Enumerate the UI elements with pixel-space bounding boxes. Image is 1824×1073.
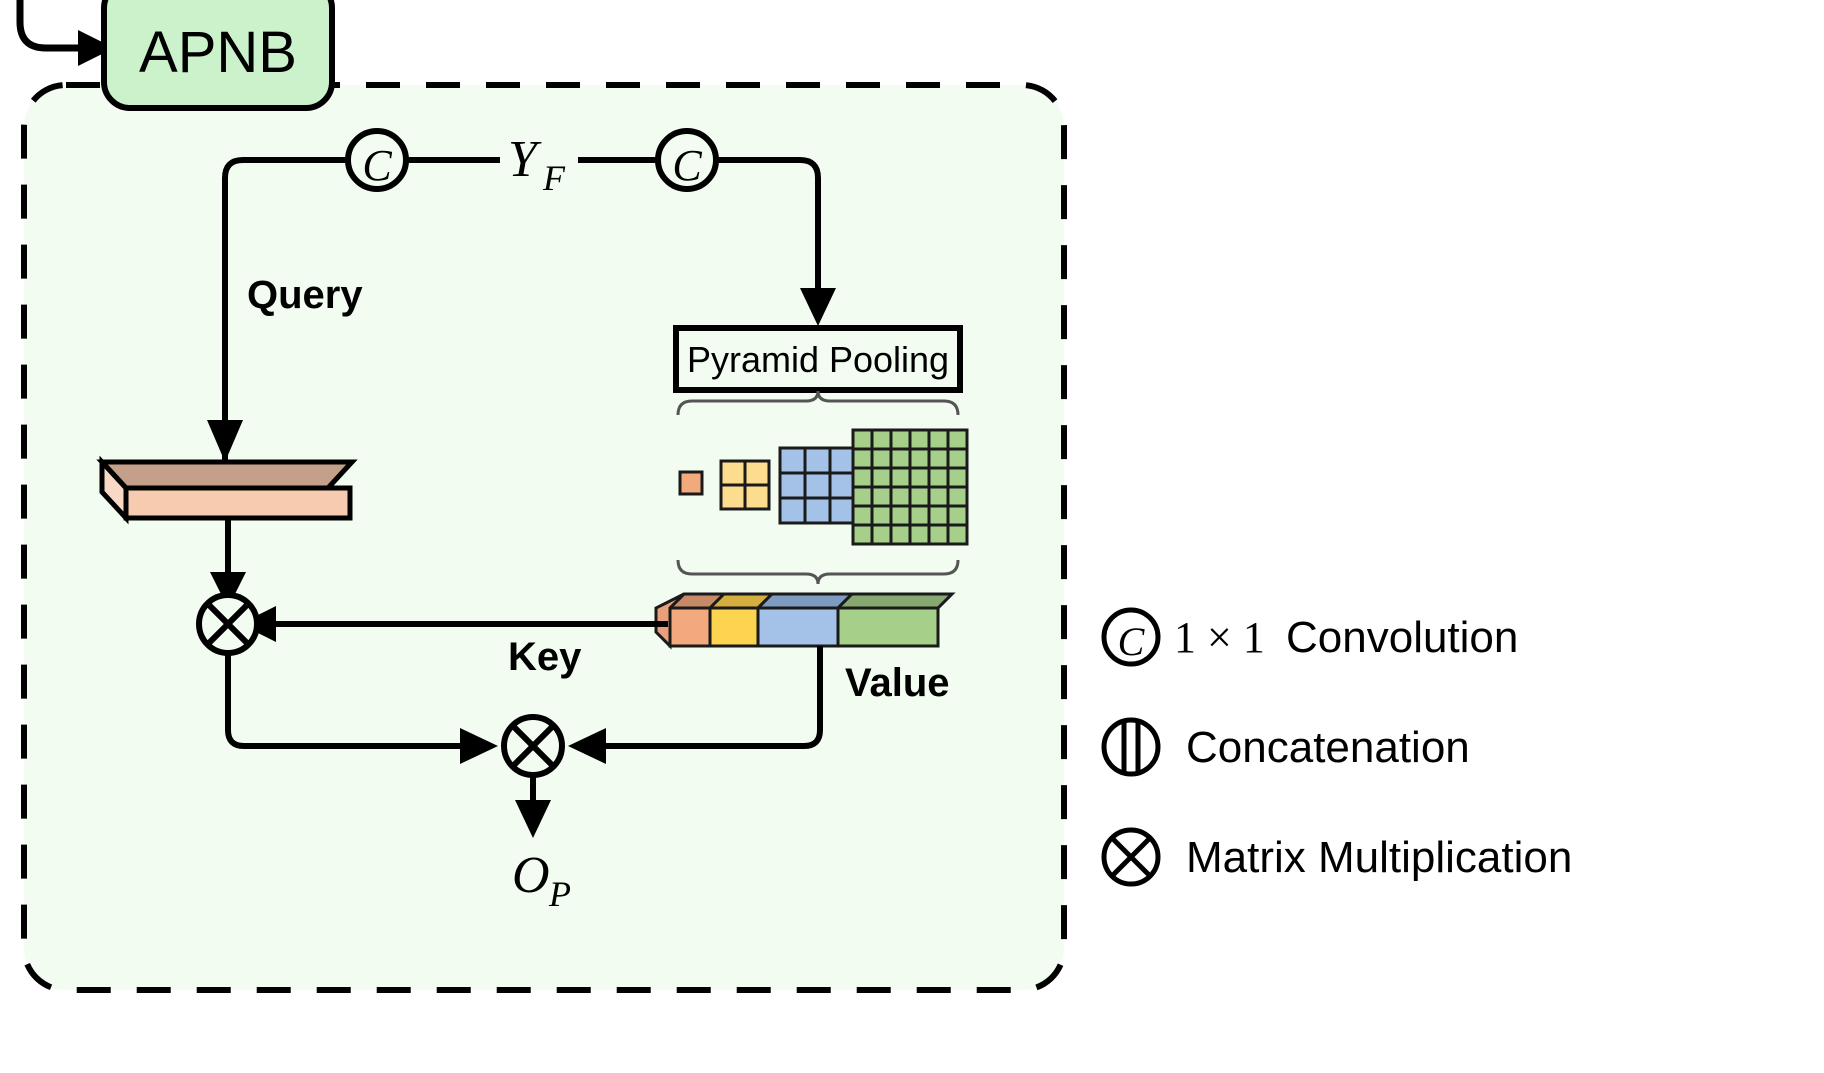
pyramid-level-1x1: [678, 470, 704, 496]
matmul-top-to-bottom-wire: [225, 654, 498, 764]
key-label: Key: [508, 635, 582, 679]
feature-map-label-sub: F: [542, 158, 566, 198]
legend-convolution-label: Convolution: [1286, 613, 1518, 662]
legend-item-matmul: Matrix Multiplication: [1101, 827, 1572, 887]
output-label-main: O: [512, 847, 550, 904]
legend-item-convolution: C 1 × 1 Convolution: [1101, 607, 1518, 667]
pyramid-level-2x2: [719, 459, 771, 511]
pyramid-brace-top: [676, 390, 960, 416]
value-label: Value: [845, 661, 950, 705]
matmul-operator-bottom[interactable]: [501, 714, 565, 778]
pyramid-pooling-label: Pyramid Pooling: [687, 339, 949, 380]
apnb-block[interactable]: APNB: [101, 0, 335, 111]
output-arrow: [515, 776, 551, 838]
query-tensor-bar: [96, 455, 358, 525]
matmul-operator-top[interactable]: [196, 592, 260, 656]
conv-operator-right-symbol: C: [672, 141, 702, 190]
query-label: Query: [247, 273, 363, 317]
legend-concatenation-label: Concatenation: [1186, 723, 1470, 772]
value-wire: [568, 646, 823, 764]
concatenation-icon: [1101, 717, 1161, 777]
conv-operator-left[interactable]: C: [345, 128, 409, 192]
conv-operator-right[interactable]: C: [655, 128, 719, 192]
pyramid-brace-bottom: [676, 559, 960, 585]
legend-item-concatenation: Concatenation: [1101, 717, 1470, 777]
apnb-block-label: APNB: [139, 20, 297, 85]
legend-matmul-label: Matrix Multiplication: [1186, 833, 1572, 882]
query-to-matmul-arrow: [210, 518, 246, 608]
legend-convolution-math: 1 × 1: [1174, 613, 1265, 662]
feature-map-label-main: Y: [508, 131, 542, 188]
pyramid-level-3x3: [778, 446, 857, 525]
pyramid-pooling-block[interactable]: Pyramid Pooling: [673, 325, 963, 393]
pyramid-level-6x6: [851, 428, 969, 546]
top-routing-wires: [207, 157, 836, 462]
1x1-convolution-icon: C: [1101, 607, 1161, 667]
feature-map-label: Y F: [508, 131, 566, 198]
matrix-multiplication-icon: [1101, 827, 1161, 887]
output-label-sub: P: [548, 874, 571, 914]
output-label: O P: [512, 847, 571, 914]
1x1-convolution-icon-symbol: C: [1118, 619, 1146, 664]
apnb-module-container: [21, 82, 1067, 993]
conv-operator-left-symbol: C: [362, 141, 392, 190]
key-value-tensor-bar: [654, 592, 956, 650]
input-arrow: [16, 0, 114, 66]
